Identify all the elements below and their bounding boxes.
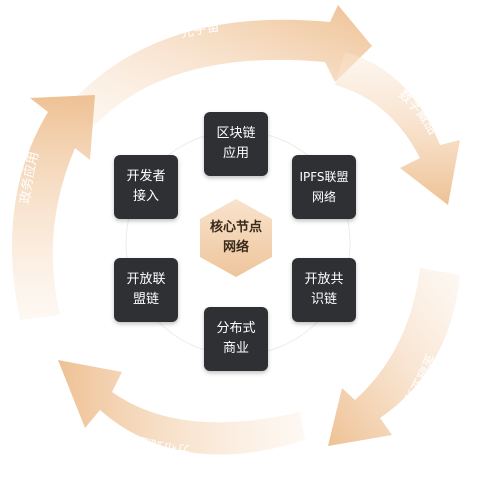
node-label-line2: 网络 — [311, 190, 336, 204]
node-label-line1: 区块链 — [216, 126, 256, 141]
node-label-line1: 分布式 — [216, 321, 256, 336]
node-label-line1: 开发者 — [126, 169, 166, 184]
node-developer-access: 开发者接入 — [114, 155, 178, 219]
core-node-line1: 核心节点 — [209, 220, 262, 235]
ring-segment-right-lower — [328, 268, 460, 446]
node-open-consensus-chain: 开放共识链 — [292, 258, 356, 322]
node-ipfs-network: IPFS联盟网络 — [292, 155, 356, 219]
core-node-line2: 网络 — [222, 240, 249, 255]
ring-segment-left — [11, 95, 95, 320]
ring-segment-top — [60, 5, 372, 125]
node-label-line2: 盟链 — [132, 292, 159, 307]
ring-segment-right-upper — [335, 52, 460, 205]
node-label-line2: 应用 — [222, 146, 249, 161]
node-blockchain-app: 区块链应用 — [204, 112, 268, 176]
node-label-line2: 商业 — [222, 341, 249, 356]
node-distributed-business: 分布式商业 — [204, 307, 268, 371]
ring-segment-bottom — [58, 360, 305, 455]
node-label-line2: 识链 — [310, 292, 337, 307]
core-node-hexagon: 核心节点 网络 — [197, 197, 275, 279]
node-label-line1: 开放共 — [304, 272, 344, 287]
node-label-line2: 接入 — [132, 189, 159, 204]
node-label-line1: 开放联 — [126, 272, 166, 287]
node-label-line1: IPFS联盟 — [299, 170, 349, 184]
node-open-alliance-chain: 开放联盟链 — [114, 258, 178, 322]
